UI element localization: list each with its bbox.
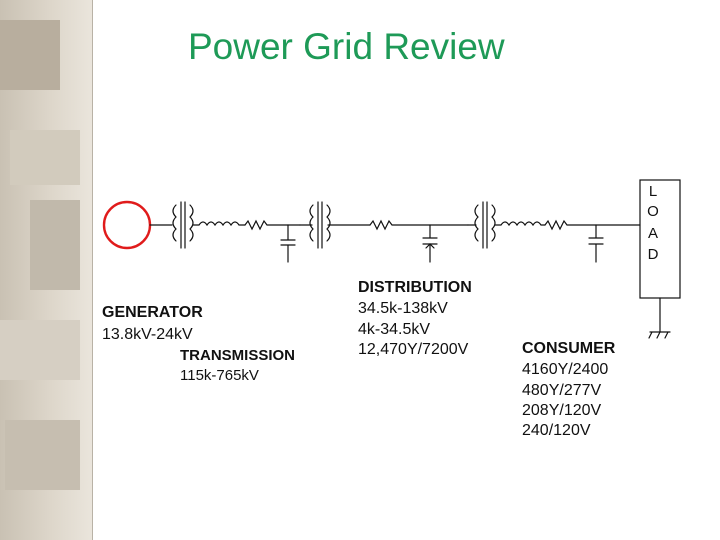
generator-voltage: 13.8kV-24kV [102,326,193,343]
distribution-voltage: 34.5k-138kV [358,300,448,317]
line-resistance-2 [369,219,469,231]
line-inductance-2 [494,221,546,227]
strip-divider [92,0,93,540]
transformer-1 [172,201,194,249]
line-resistance-1 [244,219,301,231]
generator-symbol [102,200,152,250]
transformer-2 [309,201,331,249]
transmission-heading: TRANSMISSION [180,347,296,364]
background-photo-strip [0,0,92,540]
consumer-voltage: 480Y/277V [522,382,602,399]
shunt-capacitor-2 [422,224,438,263]
shunt-capacitor-3 [588,224,604,263]
distribution-heading: DISTRIBUTION [358,279,472,296]
consumer-voltage: 208Y/120V [522,402,602,419]
decor-block [30,200,80,290]
distribution-voltage: 4k-34.5kV [358,321,431,338]
load-letter: A [647,225,658,242]
consumer-voltage: 4160Y/2400 [522,361,609,378]
generator-heading: GENERATOR [102,304,203,321]
load-letter: L [648,183,658,200]
decor-block [0,320,80,380]
line-resistance-3 [544,219,641,231]
decor-block [5,420,80,490]
transformer-3 [474,201,496,249]
decor-block [10,130,80,185]
distribution-voltage: 12,470Y/7200V [358,341,469,358]
load-ground-icon [648,297,671,339]
decor-block [0,20,60,90]
page-title: Power Grid Review [188,26,505,67]
transmission-voltage: 115k-765kV [180,367,259,384]
load-letter: D [647,246,659,263]
line-inductance-1 [192,221,246,227]
consumer-heading: CONSUMER [522,340,616,357]
consumer-voltage: 240/120V [522,422,591,439]
shunt-capacitor-1 [280,224,296,263]
load-letter: O [647,203,659,220]
